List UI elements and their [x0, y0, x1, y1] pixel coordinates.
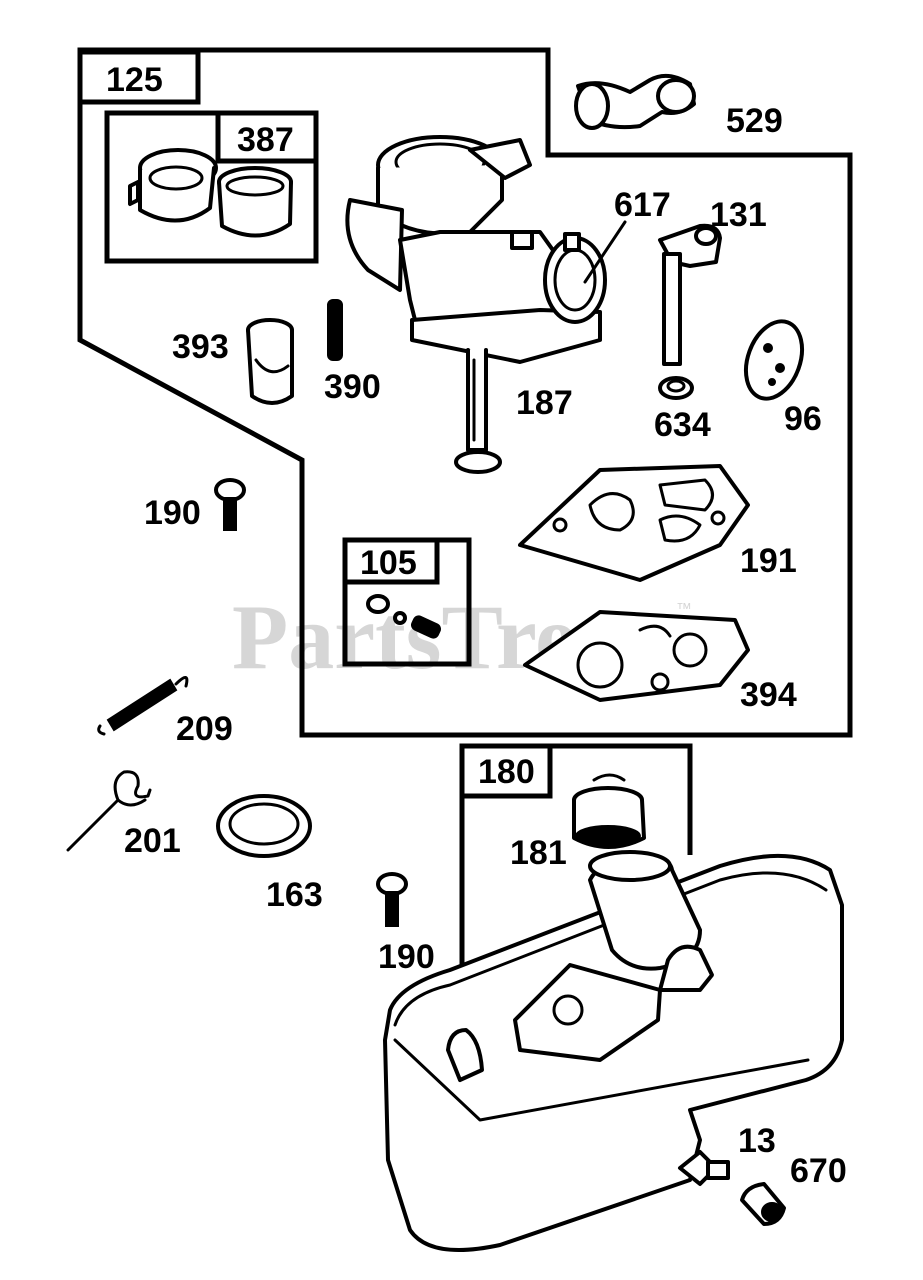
- carburetor-group-outline: [77, 47, 853, 738]
- label-617: 617: [614, 186, 671, 224]
- kit-387-box: [104, 110, 319, 264]
- kit-387-cup-part: [128, 148, 218, 223]
- clip-201-part: [66, 770, 152, 852]
- label-390: 390: [324, 368, 381, 406]
- group-180-label: 180: [478, 753, 535, 791]
- label-131: 131: [710, 196, 767, 234]
- screw-190-left-part: [214, 478, 246, 531]
- leader-617: [583, 220, 627, 284]
- spring-209-part: [97, 676, 189, 736]
- kit-105-label-box: [342, 537, 440, 585]
- watermark-trademark: ™: [676, 601, 692, 618]
- elbow-hose-part: [574, 73, 696, 130]
- fuel-cap-181-part: [572, 773, 646, 849]
- group-125-label: 125: [106, 61, 163, 99]
- label-394: 394: [740, 676, 797, 714]
- seal-634-part: [658, 376, 694, 400]
- label-181: 181: [510, 834, 567, 872]
- gasket-394-part: [523, 610, 750, 702]
- label-187: 187: [516, 384, 573, 422]
- throttle-plate-part: [743, 319, 805, 401]
- group-125-box: [77, 49, 201, 105]
- carburetor-body-part: [345, 135, 607, 474]
- label-529: 529: [726, 102, 783, 140]
- kit-105-parts: [366, 594, 442, 639]
- label-163: 163: [266, 876, 323, 914]
- label-201: 201: [124, 822, 181, 860]
- label-670: 670: [790, 1152, 847, 1190]
- fitting-13-part: [678, 1150, 730, 1186]
- kit-105-label: 105: [360, 544, 417, 582]
- kit-387-label: 387: [237, 121, 294, 159]
- throttle-shaft-part: [658, 223, 722, 366]
- fitting-670-part: [740, 1182, 786, 1226]
- label-634: 634: [654, 406, 711, 444]
- group-180-box: [459, 743, 553, 799]
- gasket-191-part: [518, 464, 750, 582]
- jet-393-part: [246, 318, 294, 405]
- screw-190-lower-part: [376, 872, 408, 927]
- label-190-upper: 190: [144, 494, 201, 532]
- washer-163-part: [216, 794, 312, 858]
- label-209: 209: [176, 710, 233, 748]
- label-191: 191: [740, 542, 797, 580]
- fuel-tank-part: [383, 850, 844, 1252]
- needle-390-part: [327, 299, 343, 361]
- kit-387-label-box: [215, 110, 319, 164]
- label-393: 393: [172, 328, 229, 366]
- label-13: 13: [738, 1122, 776, 1160]
- label-190-lower: 190: [378, 938, 435, 976]
- kit-387-sleeve-part: [217, 166, 293, 238]
- label-96: 96: [784, 400, 822, 438]
